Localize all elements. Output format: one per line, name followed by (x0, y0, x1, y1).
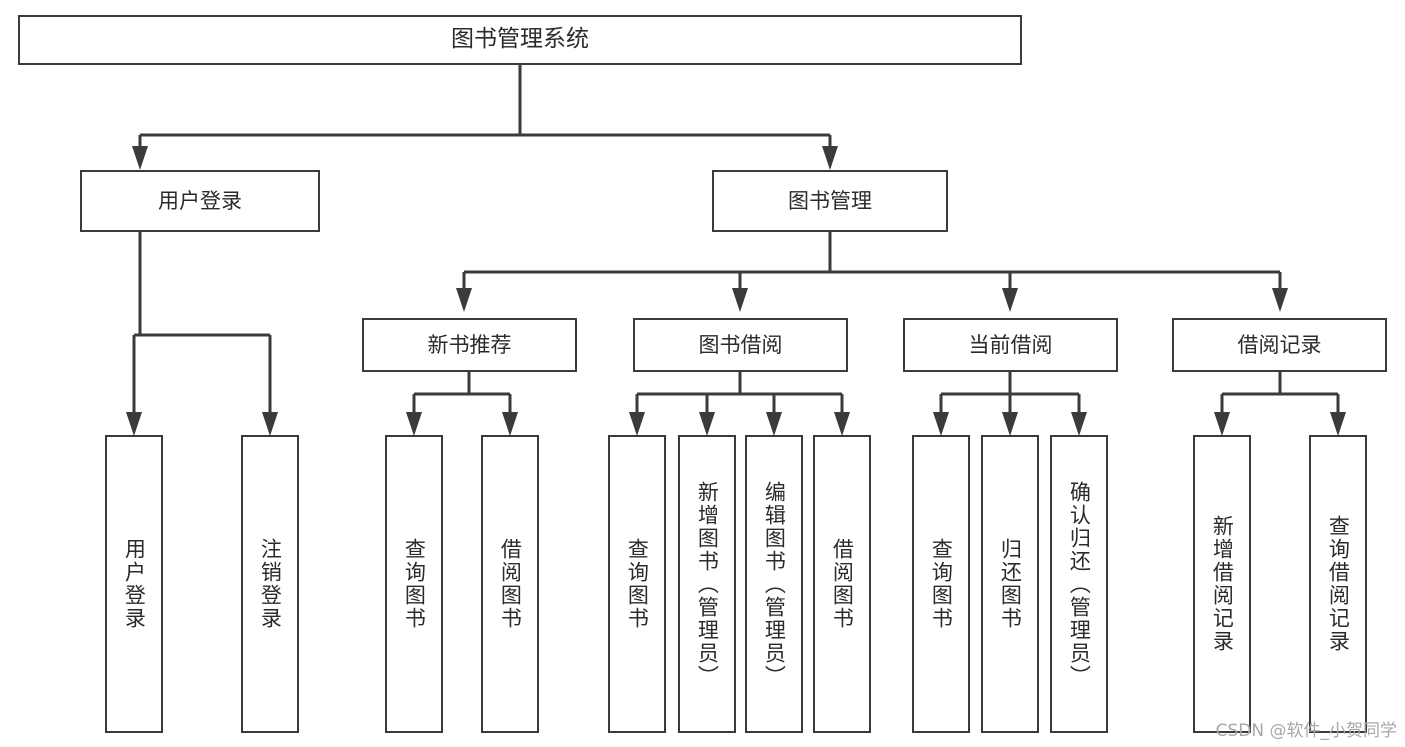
leaf-label: 新增图书（管理员） (695, 480, 720, 688)
leaf-borrow-query-book[interactable]: 查询图书 (608, 435, 666, 733)
leaf-label: 查询借阅记录 (1326, 515, 1351, 653)
node-new-book-recommend[interactable]: 新书推荐 (362, 318, 577, 372)
leaf-borrow-add-book[interactable]: 新增图书（管理员） (678, 435, 736, 733)
leaf-label: 查询图书 (402, 538, 427, 630)
leaf-current-confirm-return[interactable]: 确认归还（管理员） (1050, 435, 1108, 733)
leaf-label: 用户登录 (122, 538, 147, 630)
leaf-label: 注销登录 (258, 538, 283, 630)
leaf-new-book-borrow[interactable]: 借阅图书 (481, 435, 539, 733)
leaf-label: 编辑图书（管理员） (762, 480, 787, 688)
node-current-borrow[interactable]: 当前借阅 (903, 318, 1118, 372)
leaf-current-query-book[interactable]: 查询图书 (912, 435, 970, 733)
leaf-borrow-borrow-book[interactable]: 借阅图书 (813, 435, 871, 733)
leaf-user-login-logout[interactable]: 注销登录 (241, 435, 299, 733)
node-user-login[interactable]: 用户登录 (80, 170, 320, 232)
leaf-label: 查询图书 (929, 538, 954, 630)
leaf-label: 查询图书 (625, 538, 650, 630)
leaf-label: 借阅图书 (498, 538, 523, 630)
node-borrow-record[interactable]: 借阅记录 (1172, 318, 1387, 372)
node-root-system[interactable]: 图书管理系统 (18, 15, 1022, 65)
leaf-label: 归还图书 (998, 538, 1023, 630)
node-book-management[interactable]: 图书管理 (712, 170, 948, 232)
leaf-record-add[interactable]: 新增借阅记录 (1193, 435, 1251, 733)
node-book-borrow[interactable]: 图书借阅 (633, 318, 848, 372)
leaf-label: 新增借阅记录 (1210, 515, 1235, 653)
watermark-text: CSDN @软件_小贺同学 (1215, 721, 1397, 741)
leaf-new-book-query[interactable]: 查询图书 (385, 435, 443, 733)
leaf-record-query[interactable]: 查询借阅记录 (1309, 435, 1367, 733)
leaf-label: 借阅图书 (830, 538, 855, 630)
leaf-label: 确认归还（管理员） (1067, 480, 1092, 688)
leaf-borrow-edit-book[interactable]: 编辑图书（管理员） (745, 435, 803, 733)
leaf-current-return-book[interactable]: 归还图书 (981, 435, 1039, 733)
leaf-user-login-login[interactable]: 用户登录 (105, 435, 163, 733)
